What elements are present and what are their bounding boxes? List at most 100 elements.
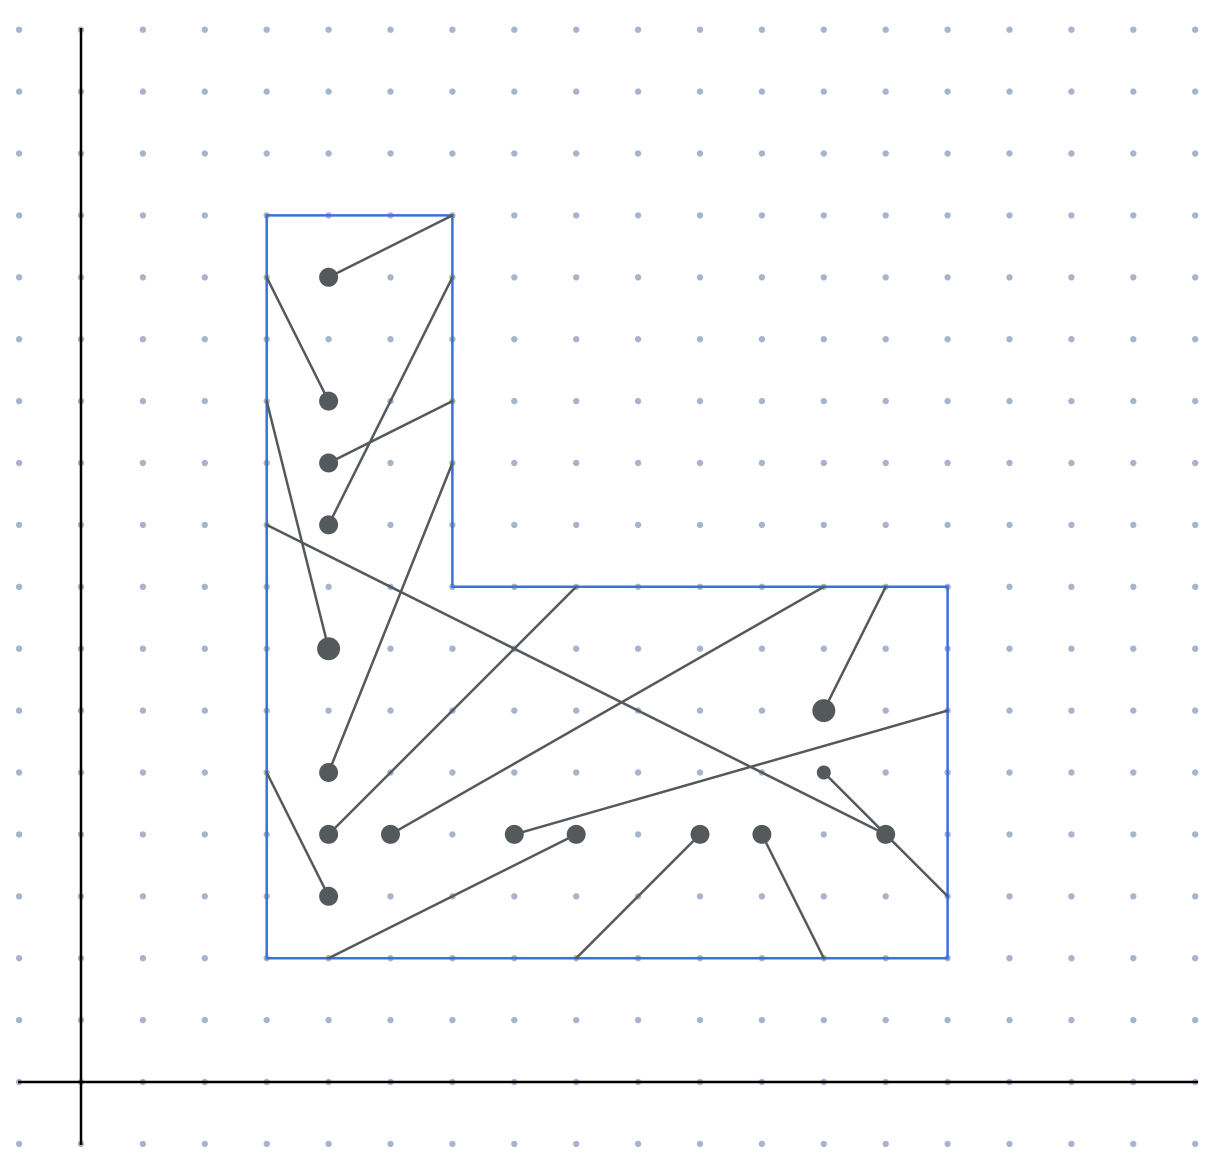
grid-dot (387, 1140, 394, 1148)
grid-dot (1192, 459, 1199, 467)
grid-dot (387, 893, 394, 900)
grid-dot (139, 212, 147, 219)
grid-dot (758, 521, 766, 529)
grid-dot (944, 1016, 951, 1024)
grid-dot (1006, 893, 1013, 900)
grid-dot (944, 274, 951, 281)
grid-dot (1130, 1140, 1137, 1148)
grid-dot (944, 336, 951, 343)
segment-endpoint (319, 515, 339, 535)
grid-dot (820, 336, 827, 343)
segment-endpoint (319, 824, 339, 844)
grid-dot (1068, 274, 1075, 281)
segment-endpoint (317, 637, 341, 661)
grid-dot (511, 150, 518, 157)
grid-dot (820, 645, 827, 652)
grid-dot (882, 707, 889, 714)
grid-dot (634, 831, 642, 838)
grid-dot (573, 769, 580, 776)
grid-dot (758, 645, 766, 652)
grid-dot (634, 1016, 642, 1024)
endpoints-group (317, 267, 896, 906)
grid-dot (1130, 521, 1137, 529)
segment-line (265, 771, 330, 898)
grid-dot (1192, 893, 1199, 900)
grid-dot (1006, 521, 1013, 529)
grid-dot (573, 26, 580, 33)
grid-dot (758, 274, 766, 281)
grid-dot (1068, 336, 1075, 343)
grid-dot (882, 26, 889, 33)
grid-dot (696, 769, 704, 776)
grid-dot (634, 397, 642, 405)
grid-dot (15, 769, 23, 776)
grid-dot (325, 1016, 332, 1024)
grid-dot (1130, 707, 1137, 714)
grid-dot (1006, 583, 1013, 590)
grid-dot (882, 1140, 889, 1148)
grid-dot (201, 336, 208, 343)
grid-dot (201, 150, 208, 157)
grid-dot (820, 26, 827, 33)
grid-dot (573, 274, 580, 281)
grid-dot (1006, 397, 1013, 405)
grid-dot (1192, 397, 1199, 405)
grid-dot (573, 397, 580, 405)
grid-dot (1192, 831, 1199, 838)
grid-dot (15, 1140, 23, 1148)
grid-dot (758, 1140, 766, 1148)
segment-endpoint (381, 824, 400, 844)
segment-endpoint (319, 763, 339, 782)
grid-dot (1130, 88, 1137, 95)
grid-dot (944, 212, 951, 219)
grid-dot (201, 88, 208, 95)
grid-dot (1192, 955, 1199, 962)
grid-dot (1130, 397, 1137, 405)
grid-dot (139, 831, 147, 838)
grid-dot (1068, 707, 1075, 714)
grid-dot (139, 1140, 147, 1148)
grid-dot (511, 459, 518, 467)
grid-dot (1192, 150, 1199, 157)
grid-dot (634, 1140, 642, 1148)
grid-dot (139, 274, 147, 281)
grid-dot (758, 336, 766, 343)
grid-dot (201, 645, 208, 652)
grid-dot (511, 274, 518, 281)
segment-line (327, 833, 578, 960)
grid-dot (1006, 88, 1013, 95)
grid-dot (1006, 645, 1013, 652)
segment-endpoint (319, 391, 339, 411)
grid-dot (201, 521, 208, 529)
grid-dot (1068, 769, 1075, 776)
grid-dot (944, 459, 951, 467)
grid-dot (263, 150, 270, 157)
grid-dot (15, 88, 23, 95)
grid-dot (634, 88, 642, 95)
grid-dot (201, 1140, 208, 1148)
grid-dot (449, 769, 456, 776)
grid-dot (263, 88, 270, 95)
grid-dot (15, 150, 23, 157)
grid-dot (15, 212, 23, 219)
grid-dot (387, 707, 394, 714)
grid-dot (634, 212, 642, 219)
grid-dot (511, 1016, 518, 1024)
segment-line (327, 214, 454, 279)
grid-dot (263, 26, 270, 33)
segment-line (389, 585, 826, 836)
segment-line (760, 833, 826, 960)
grid-dot (634, 26, 642, 33)
grid-dot (1130, 645, 1137, 652)
grid-dot (139, 955, 147, 962)
grid-dot (758, 26, 766, 33)
grid-dot (882, 336, 889, 343)
grid-dot (882, 397, 889, 405)
grid-dot (511, 1140, 518, 1148)
grid-dot (573, 150, 580, 157)
grid-dot (449, 831, 456, 838)
grid-dot (758, 212, 766, 219)
grid-dot (758, 893, 766, 900)
grid-dot (511, 521, 518, 529)
